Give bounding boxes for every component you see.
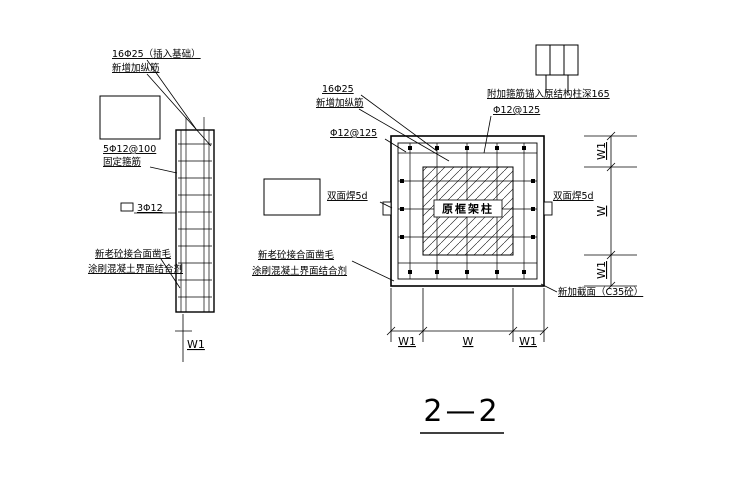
elevation-rebar-note-line1: 16Φ25（插入基础）: [112, 48, 201, 60]
section-title: 2—2: [420, 394, 504, 434]
plan-dim-right-middle: W: [595, 205, 608, 216]
plan-reference-box: [263, 178, 321, 216]
plan-added-stirrup-note: 附加箍筋锚入原结构柱深165: [487, 88, 610, 100]
elevation-stirrups: [178, 143, 212, 298]
weld-tab-left: [382, 201, 392, 216]
plan-dim-bottom-right: W1: [519, 335, 537, 348]
plan-rebar-note-line2: 新增加纵筋: [316, 97, 364, 109]
plan-bottom-dimension: [386, 288, 549, 342]
plan-view: 16Φ25 新增加纵筋 附加箍筋锚入原结构柱深165 Φ12@125 Φ12@1…: [252, 44, 643, 348]
plan-interface-note-line1: 新老砼接合面凿毛: [258, 249, 335, 261]
plan-longitudinal-bars: [400, 146, 535, 274]
elevation-interface-note-line1: 新老砼接合面凿毛: [95, 248, 172, 260]
elevation-dim-w1: W1: [187, 338, 205, 351]
plan-weld-note-right: 双面焊5d: [553, 190, 594, 202]
elevation-interface-note-line2: 涂刷混凝土界面结合剂: [88, 263, 183, 275]
plan-interface-note-line2: 涂刷混凝土界面结合剂: [252, 265, 347, 277]
plan-dim-right-bottom: W1: [595, 261, 608, 279]
plan-added-stirrup-spec: Φ12@125: [493, 105, 540, 116]
core-label-box: [433, 199, 503, 218]
plan-dim-right-top: W1: [595, 142, 608, 160]
elevation-rebar-note-line2: 新增加纵筋: [112, 62, 160, 74]
plan-dim-bottom-left: W1: [398, 335, 416, 348]
elevation-leader-lines: [134, 59, 212, 289]
elevation-bottom-dimension-lines: [175, 314, 192, 362]
plan-core-label: 原框架柱: [442, 202, 494, 216]
elevation-stirrup-note-line1: 5Φ12@100: [103, 144, 156, 155]
plan-dim-bottom-middle: W: [463, 335, 474, 348]
plan-rebar-note-line1: 16Φ25: [322, 84, 354, 95]
new-section-inner-edge: [397, 142, 538, 280]
plan-weld-note-left: 双面焊5d: [327, 190, 368, 202]
elevation-stirrup-note-line2: 固定箍筋: [103, 156, 141, 168]
elevation-view: 16Φ25（插入基础） 新增加纵筋 5Φ12@100 固定箍筋 3Φ12 新老砼…: [88, 48, 215, 362]
weld-tab-right: [543, 201, 553, 216]
elevation-tie-note: 3Φ12: [137, 203, 163, 214]
tie-bar-symbol: [120, 202, 134, 212]
plan-new-section-note: 新加截面（C35砼）: [558, 286, 643, 298]
plan-leader-lines: [351, 94, 558, 293]
section-title-text: 2—2: [423, 394, 500, 429]
plan-right-dimension: [584, 131, 637, 291]
added-stirrup-hook-detail: [535, 44, 579, 93]
elevation-reference-box: [99, 95, 161, 140]
plan-stirrup-spec: Φ12@125: [330, 128, 377, 139]
elevation-column-body: [175, 117, 215, 313]
